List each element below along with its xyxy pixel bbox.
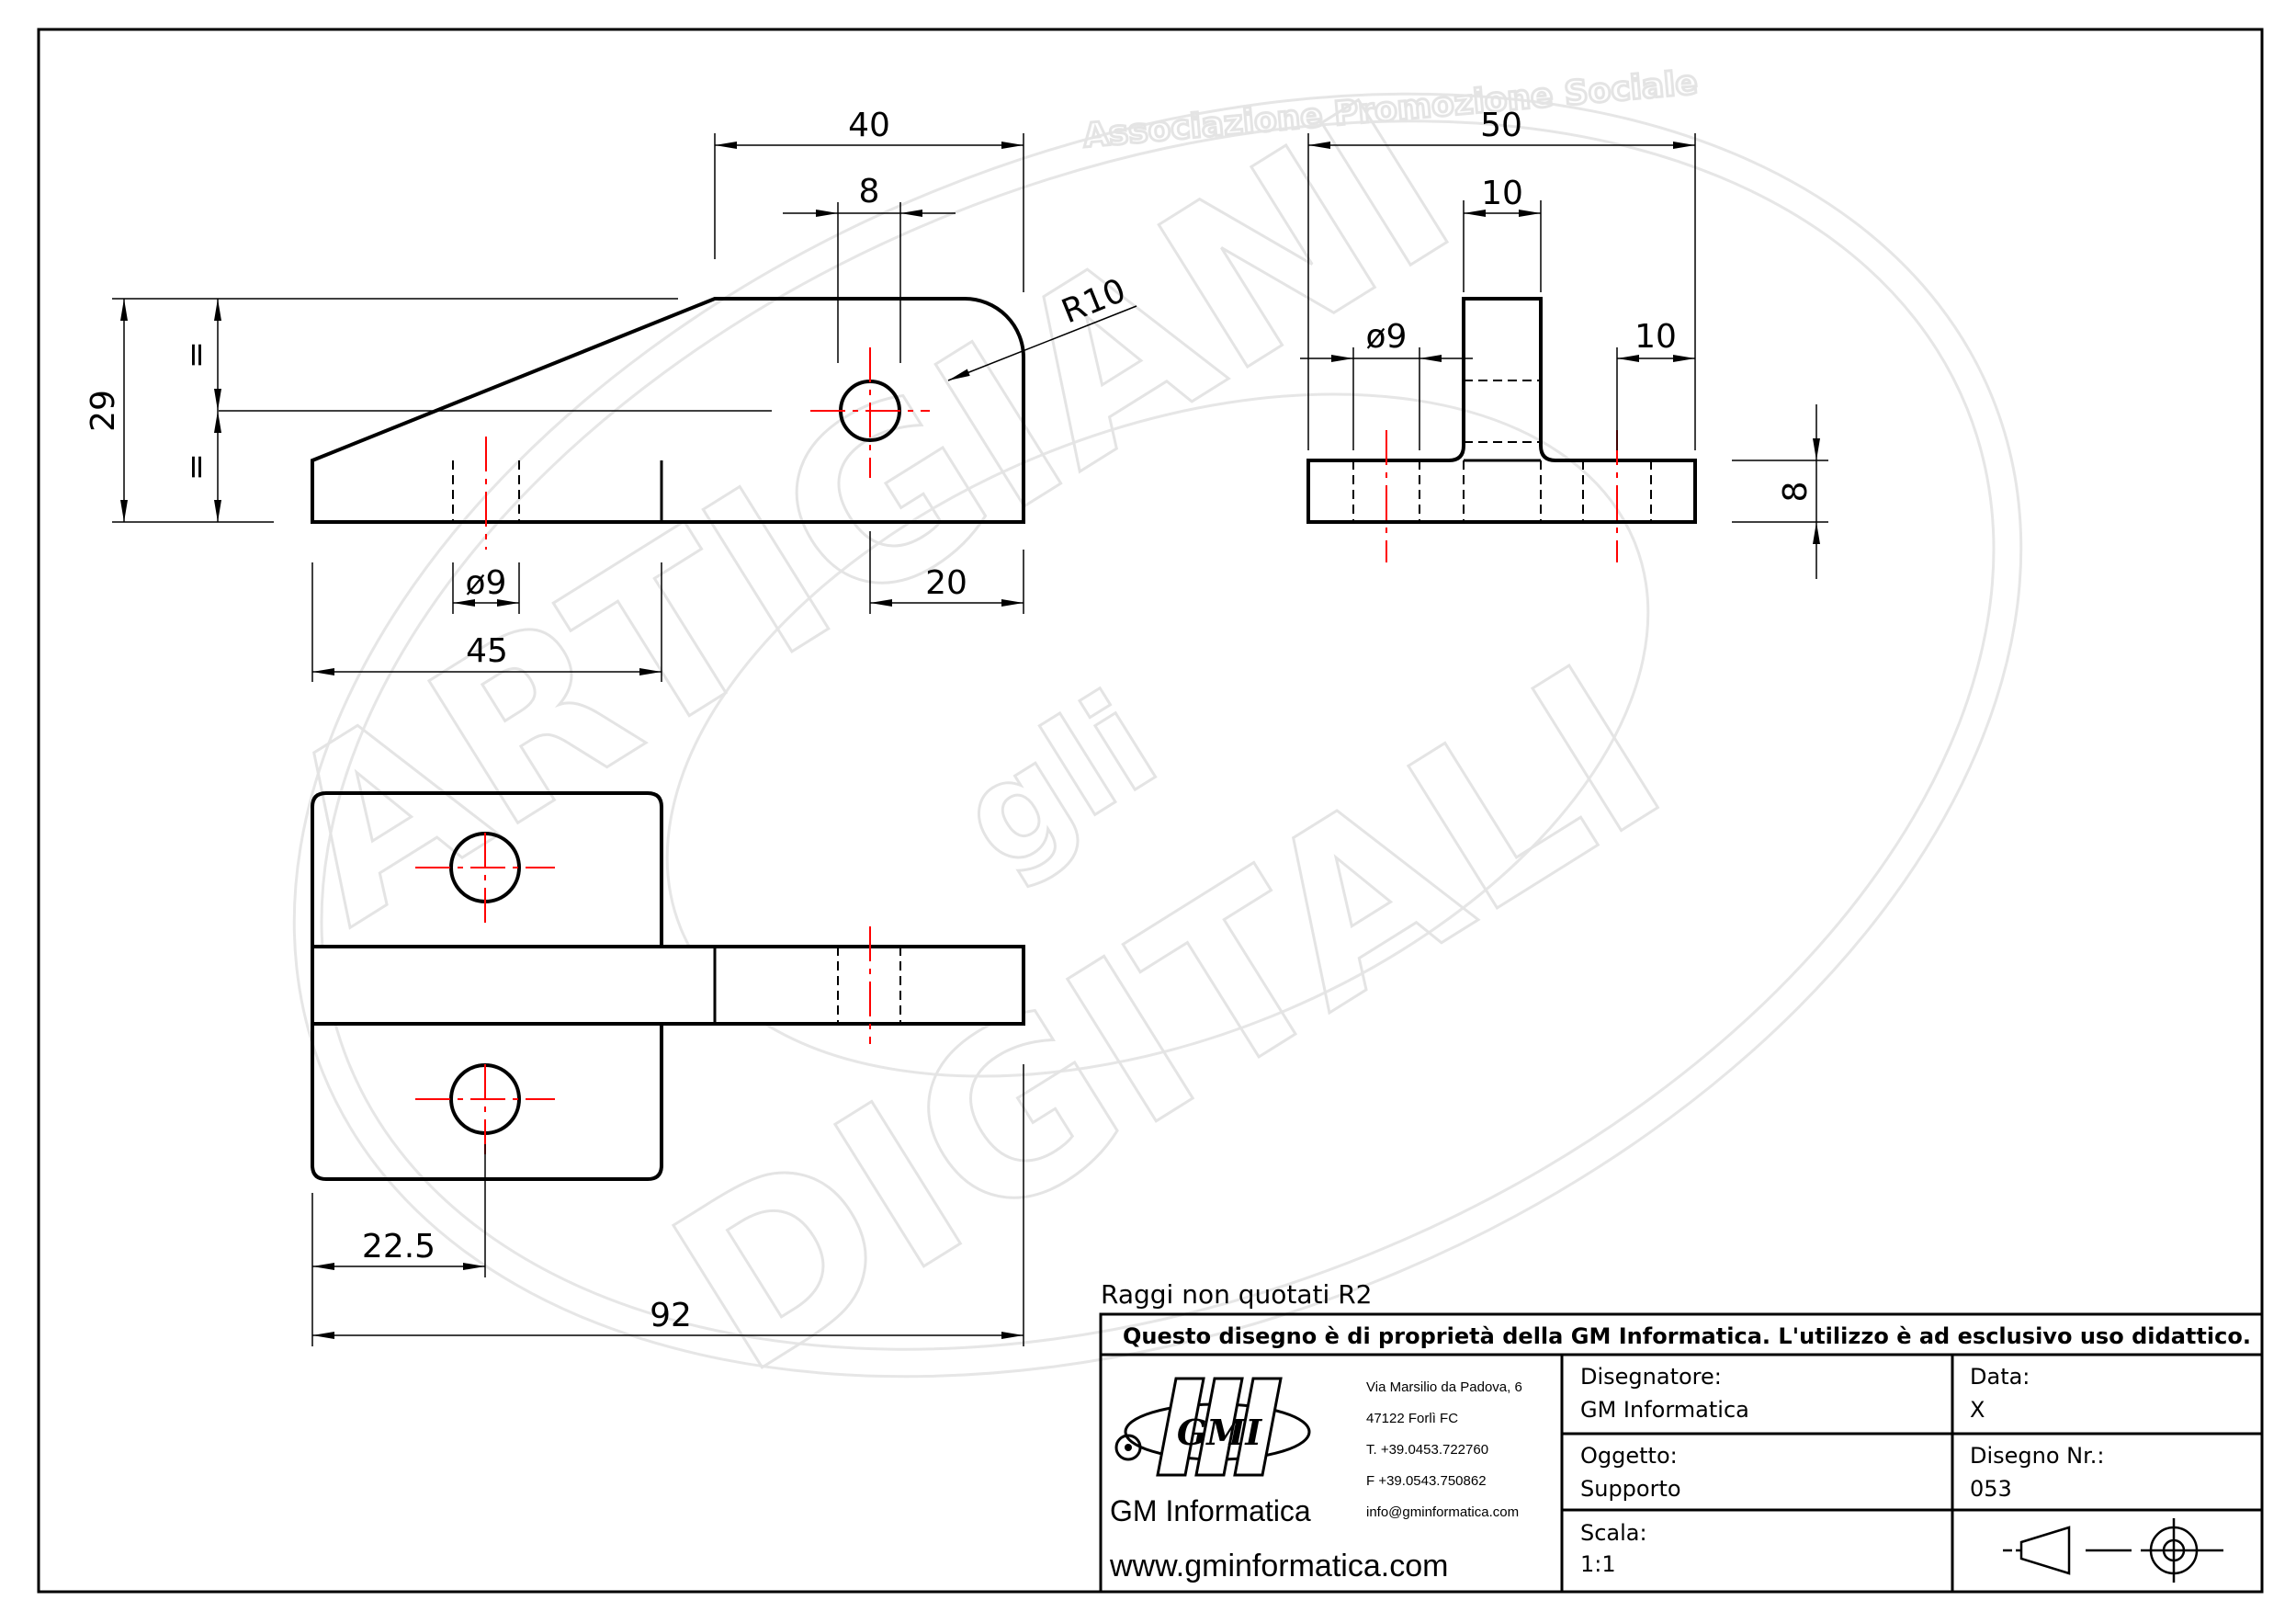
company-address1: Via Marsilio da Padova, 6: [1366, 1379, 1522, 1395]
dim-height: 29: [85, 390, 122, 432]
company-address2: 47122 Forlì FC: [1366, 1411, 1458, 1426]
designer-label: Disegnatore:: [1580, 1364, 1722, 1390]
dim-half: 22.5: [362, 1228, 435, 1265]
front-view: 40 8 R10 29 = = ø9 45 20: [85, 107, 1137, 682]
company-phone: T. +39.0453.722760: [1366, 1442, 1488, 1458]
company-email: info@gminformatica.com: [1366, 1504, 1519, 1520]
drawing-value: 053: [1970, 1476, 2012, 1502]
dim-rib: 10: [1481, 175, 1523, 212]
dim-right-offset: 20: [925, 564, 967, 602]
dim-edge: 10: [1634, 318, 1677, 356]
scale-value: 1:1: [1580, 1551, 1616, 1577]
designer-value: GM Informatica: [1580, 1397, 1749, 1423]
logo-text: GMI: [1177, 1412, 1263, 1453]
dim-hole-spacing: 8: [859, 173, 880, 210]
watermark: Associazione Promozione Sociale ARTIGIAN…: [235, 49, 2023, 1426]
dim-top-width: 40: [848, 107, 890, 144]
company-website: www.gminformatica.com: [1109, 1549, 1448, 1583]
dim-bottom-width: 45: [466, 632, 508, 670]
dim-side-overall: 50: [1480, 107, 1522, 144]
date-value: X: [1970, 1397, 1985, 1423]
company-logo: GMI: [1114, 1377, 1311, 1477]
dim-top-overall: 92: [650, 1297, 692, 1334]
first-angle-projection-icon: [2003, 1518, 2223, 1583]
dim-equal-top: =: [177, 341, 215, 369]
dim-equal-bottom: =: [177, 453, 215, 481]
title-block: Questo disegno è di proprietà della GM I…: [1099, 1312, 2264, 1594]
side-view: 50 10 ø9 10 8: [1300, 107, 1828, 579]
dim-hole-dia: ø9: [466, 564, 507, 602]
company-name: GM Informatica: [1110, 1494, 1311, 1527]
note-radii: Raggi non quotati R2: [1101, 1279, 1372, 1310]
watermark-word2: gli: [934, 664, 1182, 902]
top-view: 22.5 92: [311, 791, 1025, 1346]
object-label: Oggetto:: [1580, 1443, 1678, 1469]
object-value: Supporto: [1580, 1476, 1681, 1502]
company-fax: F +39.0543.750862: [1366, 1473, 1487, 1489]
drawing-label: Disegno Nr.:: [1970, 1443, 2105, 1469]
dim-thickness: 8: [1777, 482, 1815, 503]
dim-side-hole-dia: ø9: [1366, 318, 1408, 356]
date-label: Data:: [1970, 1364, 2030, 1390]
scale-label: Scala:: [1580, 1520, 1647, 1546]
disclaimer: Questo disegno è di proprietà della GM I…: [1123, 1323, 2251, 1349]
